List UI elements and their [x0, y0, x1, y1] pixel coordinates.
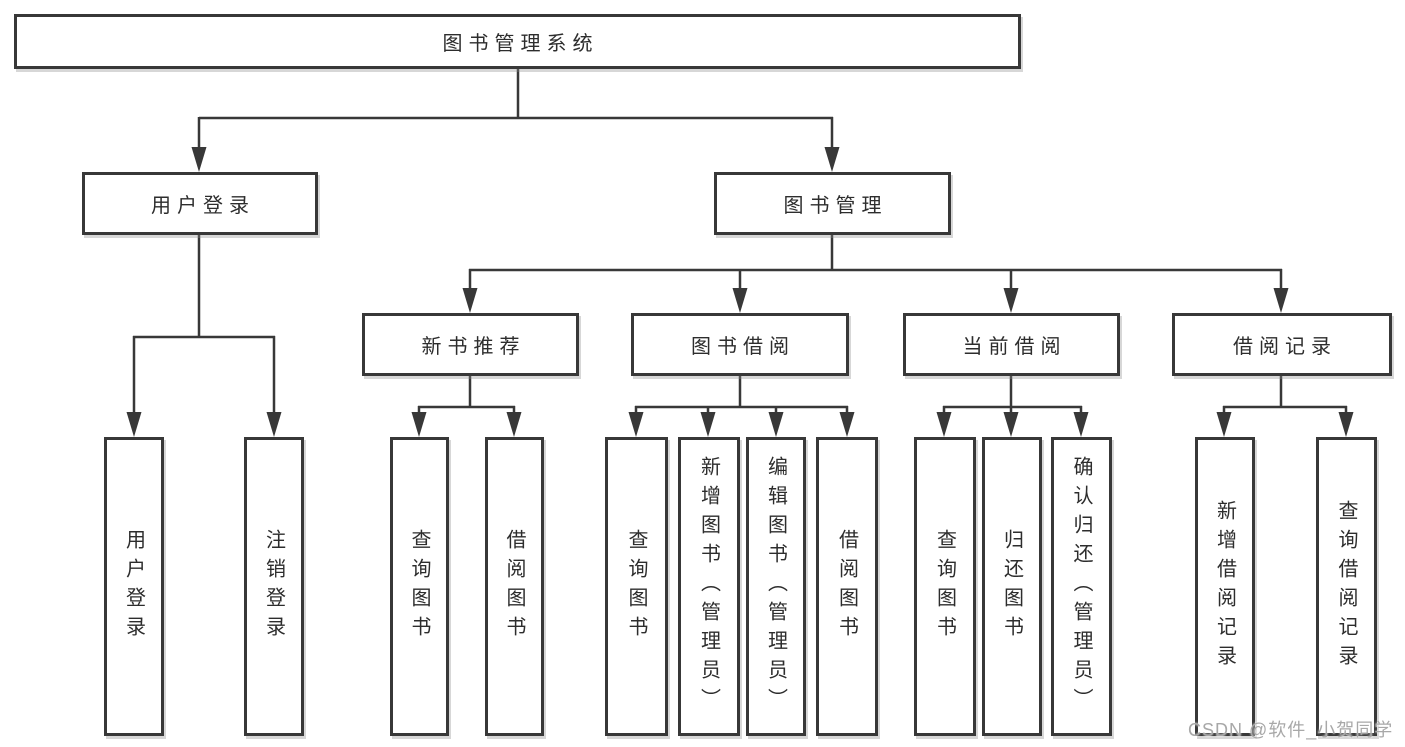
- arrowhead: [768, 412, 784, 437]
- leaf-query-borrow-record: 查询借阅记录: [1316, 437, 1377, 736]
- connector-borrow-split: [634, 375, 849, 416]
- arrowhead: [506, 412, 522, 437]
- arrowhead: [1273, 288, 1289, 313]
- leaf-user-login: 用户登录: [104, 437, 164, 736]
- arrowhead: [411, 412, 427, 437]
- connector-current-split: [942, 375, 1083, 416]
- arrowhead: [839, 412, 855, 437]
- node-book-management: 图书管理: [714, 172, 951, 235]
- arrowhead: [1003, 412, 1019, 437]
- arrowhead: [1003, 288, 1019, 313]
- node-new-book-recommend: 新书推荐: [362, 313, 579, 376]
- leaf-query-books-current: 查询图书: [914, 437, 976, 736]
- arrowhead: [628, 412, 644, 437]
- arrowhead: [824, 147, 840, 172]
- leaf-borrow-books-recommend: 借阅图书: [485, 437, 544, 736]
- leaf-query-books-borrowing: 查询图书: [605, 437, 668, 736]
- leaf-edit-book-admin: 编辑图书（管理员）: [746, 437, 806, 736]
- arrowhead: [266, 412, 282, 437]
- leaf-add-borrow-record: 新增借阅记录: [1195, 437, 1255, 736]
- arrowhead: [1216, 412, 1232, 437]
- leaf-logout: 注销登录: [244, 437, 304, 736]
- arrowhead: [191, 147, 207, 172]
- connector-root-split: [197, 69, 834, 150]
- leaf-confirm-return-admin: 确认归还（管理员）: [1051, 437, 1112, 736]
- node-user-login: 用户登录: [82, 172, 318, 235]
- arrowhead: [462, 288, 478, 313]
- arrowhead: [700, 412, 716, 437]
- connector-mgmt-split: [468, 234, 1283, 291]
- arrowhead: [1073, 412, 1089, 437]
- leaf-add-book-admin: 新增图书（管理员）: [678, 437, 740, 736]
- node-root: 图书管理系统: [14, 14, 1021, 69]
- leaf-query-books-recommend: 查询图书: [390, 437, 449, 736]
- arrowhead: [1338, 412, 1354, 437]
- connector-login-split: [132, 234, 276, 416]
- node-book-borrowing: 图书借阅: [631, 313, 849, 376]
- arrowhead: [126, 412, 142, 437]
- arrowhead: [936, 412, 952, 437]
- arrowhead: [732, 288, 748, 313]
- csdn-watermark: CSDN @软件_小贺同学: [1188, 720, 1394, 740]
- node-borrowing-records: 借阅记录: [1172, 313, 1392, 376]
- connector-records-split: [1222, 375, 1348, 416]
- node-current-borrowing: 当前借阅: [903, 313, 1120, 376]
- connector-rec-split: [417, 375, 516, 416]
- leaf-return-book: 归还图书: [982, 437, 1042, 736]
- leaf-borrow-books-borrowing: 借阅图书: [816, 437, 878, 736]
